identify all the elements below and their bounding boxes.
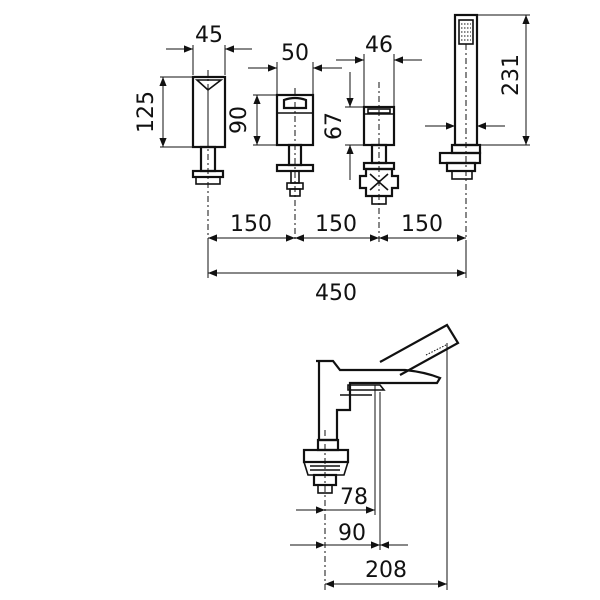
dim-handle2-width: 46 [336,33,422,106]
dim-spout-width: 45 [166,23,252,75]
side-90-label: 90 [338,521,366,546]
spacing-2-label: 150 [315,212,357,237]
handle1-height-label: 90 [227,106,252,134]
dim-shower-height: 231 [425,14,530,146]
front-view: 45 125 50 [134,13,530,306]
dim-side-78: 78 [296,485,375,514]
dim-spout-height: 125 [134,76,193,148]
hand-shower [438,13,482,245]
dim-handle2-height: 67 [322,72,364,180]
mixer-handle-1 [275,88,315,242]
dim-handle1-width: 50 [248,41,342,94]
handle2-height-label: 67 [322,112,347,140]
spout-height-label: 125 [134,91,159,133]
handle2-width-label: 46 [365,33,393,58]
side-shower-nozzle [425,344,449,360]
spout-component [191,70,227,240]
side-view: 78 90 208 [290,323,460,590]
dim-handle1-height: 90 [227,94,277,146]
dim-spacing-row: 150 150 150 [208,212,466,242]
shower-height-label: 231 [499,54,524,96]
spacing-1-label: 150 [230,212,272,237]
spout-width-label: 45 [195,23,223,48]
handle1-width-label: 50 [281,41,309,66]
spout-body-side [316,323,460,442]
side-78-label: 78 [340,485,368,510]
dim-total-length: 450 [207,240,467,306]
dim-side-208: 208 [325,558,447,588]
total-length-label: 450 [315,281,357,306]
spacing-3-label: 150 [401,212,443,237]
mixer-handle-2 [358,82,400,244]
dim-side-90: 90 [290,521,408,549]
side-208-label: 208 [365,558,407,583]
shower-nozzle-grid [461,23,471,41]
